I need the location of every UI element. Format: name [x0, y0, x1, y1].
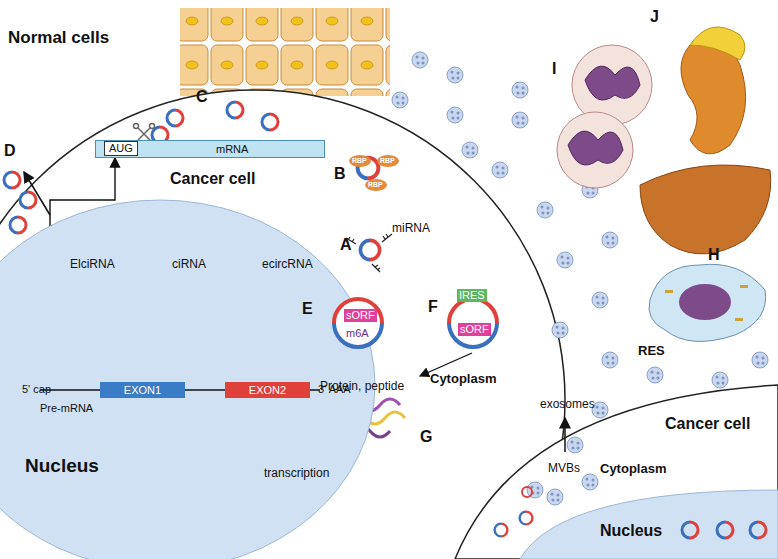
nucleus: Nucleus EXON1 EXON2 [0, 195, 345, 559]
label: RBP [380, 157, 395, 165]
label: Protein, peptide [320, 380, 404, 394]
exosome [412, 52, 428, 68]
node-text: Cytoplasm [600, 462, 666, 477]
callout-letter: Normal cells [8, 28, 109, 48]
callout-letter: J [650, 8, 659, 26]
callout-letter: H [708, 246, 720, 264]
label: RBP [352, 157, 367, 165]
exosome [447, 67, 463, 83]
node-text: AUG [104, 141, 138, 156]
mrna-bar: AUG mRNA [95, 140, 325, 158]
exosome [582, 474, 598, 490]
exosome [512, 82, 528, 98]
callout-letter: I [552, 60, 556, 78]
exosome [647, 367, 663, 383]
circrna-circle: IRESsORF [445, 295, 501, 351]
exosome [447, 107, 463, 123]
cancer-cell: Cancer cellCytoplasmNucleus EXON1 EXON2 AUG… [0, 90, 566, 559]
callout-letter: D [4, 142, 16, 160]
exosome [712, 372, 728, 388]
exosome [537, 202, 553, 218]
exosome [392, 92, 408, 108]
node-text: EXON1 [124, 384, 161, 397]
circrna-outline [330, 295, 386, 351]
label: ecircRNA [262, 258, 313, 272]
label: MVBs [548, 462, 580, 476]
label: ciRNA [172, 258, 206, 272]
callout-letter: E [302, 300, 313, 318]
exosome [752, 352, 768, 368]
label: transcription [264, 467, 329, 481]
node-text: Nucleus [600, 522, 662, 540]
nucleus-outline [0, 195, 345, 559]
label: RBP [368, 181, 383, 189]
exosome [592, 292, 608, 308]
callout-letter: G [420, 428, 432, 446]
exosome [462, 142, 478, 158]
cancer-cell: Cancer cellCytoplasmNucleus [455, 385, 778, 559]
label: 5' cap [22, 383, 51, 396]
label: Pre-mRNA [40, 402, 93, 415]
node-text: Cancer cell [665, 415, 750, 433]
node-text: sORF [458, 323, 491, 336]
label: exosomes [540, 398, 595, 412]
node-text: Nucleus [25, 455, 99, 477]
exosome [547, 489, 563, 505]
callout-letter: B [334, 165, 346, 183]
node-text: mRNA [216, 143, 248, 156]
exosome [602, 352, 618, 368]
callout-letter: F [428, 298, 438, 316]
exosome [602, 232, 618, 248]
callout-letter: A [340, 236, 352, 254]
label: RES [638, 344, 665, 359]
node-text: Cancer cell [170, 170, 255, 188]
node-text: IRES [457, 289, 487, 302]
exosome [557, 252, 573, 268]
label: miRNA [392, 222, 430, 236]
exosome [552, 322, 568, 338]
exon-box: EXON2 [225, 382, 310, 398]
label: ElciRNA [70, 258, 115, 272]
exosome [567, 437, 583, 453]
exosome [492, 162, 508, 178]
nucleus: Nucleus [520, 490, 778, 559]
node-text: EXON2 [249, 384, 286, 397]
callout-letter: C [196, 88, 208, 106]
node-text: Cytoplasm [430, 372, 496, 387]
node-text: m6A [346, 327, 369, 340]
exosome [512, 112, 528, 128]
node-text: sORF [344, 309, 377, 322]
circrna-circle: sORF m6A [330, 295, 386, 351]
exon-box: EXON1 [100, 382, 185, 398]
